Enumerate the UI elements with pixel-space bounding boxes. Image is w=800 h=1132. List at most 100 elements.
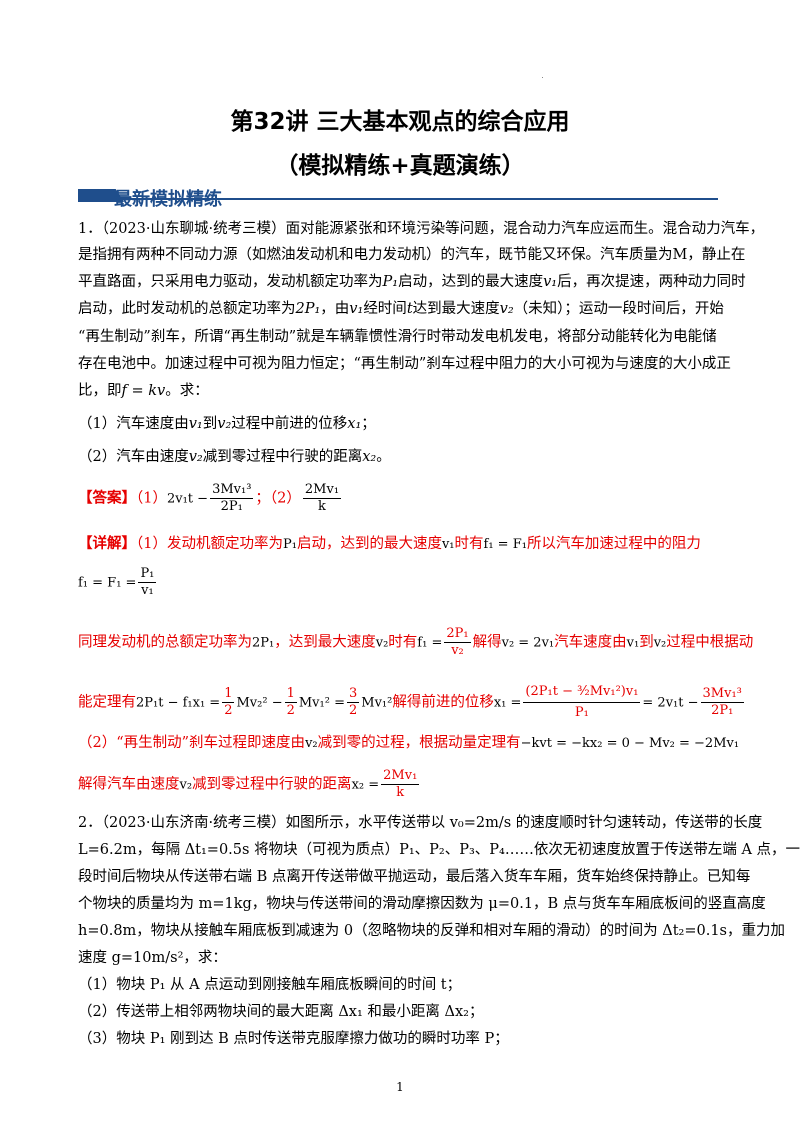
num: 2Mv₁ [302,482,342,499]
q1-line-7: 比，即f = kv。求： [78,381,209,401]
num: 1 [222,686,235,703]
math: x₂ = [351,777,380,793]
q2-line-5: h=0.8m，物块从接触车厢底板到减速为 0（忽略物块的反弹和相对车厢的滑动）的… [78,923,785,939]
text: （2）汽车由速度 [78,449,189,465]
text: （1） [136,490,167,507]
text: 经时间 [363,301,407,317]
num: 3Mv₁³ [700,686,744,703]
detail-label: 【详解】 [78,535,136,552]
math-v1: v₁ [543,274,558,290]
math-x1: x₁ [347,416,362,432]
text: 汽车速度由 [554,634,627,651]
math-ans1: 2v₁t − [166,491,209,507]
math: f₁ = F₁ = [78,575,137,591]
num: 3 [346,686,360,703]
scan-dot [542,77,543,78]
math: v₂ [375,635,389,651]
math-v1: v₁ [188,416,203,432]
detail-line-1: 【详解】（1）发动机额定功率为P₁启动，达到的最大速度v₁时有f₁ = F₁所以… [78,534,701,555]
math: −kvt = −kx₂ = 0 − Mv₂ = −2Mv₁ [520,736,740,751]
text: 比，即 [78,383,122,399]
math: Mv₁² = [298,695,345,711]
math-2P1: 2P₁ [295,301,321,317]
text: 能定理有 [78,694,136,711]
q2-line-1: 2．（2023·山东济南·统考三模）如图所示，水平传送带以 v₀=2m/s 的速… [78,815,763,831]
text: 启动，此时发动机的总额定功率为 [78,301,296,317]
q1-line-2: 是指拥有两种不同动力源（如燃油发动机和电力发动机）的汽车，既节能又环保。汽车质量… [78,247,746,263]
q2-line-3: 段时间后物块从传送带右端 B 点离开传送带做平抛运动，最后落入货车车厢，货车始终… [78,869,751,885]
math: 2P₁t − f₁x₁ = [136,695,221,711]
math-v2: v₂ [499,301,514,317]
text: 解得汽车由速度 [78,776,180,793]
text: ； [361,416,376,432]
math: Mv₁² [361,695,393,711]
den: k [318,499,326,514]
q1-sub-2: （2）汽车由速度v₂减到零过程中行驶的距离x₂。 [78,447,391,467]
den: k [396,785,405,800]
q1-line-6: 存在电池中。加速过程中可视为阻力恒定；“再生制动”刹车过程中阻力的大小可视为与速… [78,356,731,372]
den: v₁ [141,583,154,598]
answer-label: 【答案】 [78,489,136,507]
math: f₁ = [417,635,443,651]
page-subtitle: （模拟精练+真题演练） [275,153,525,179]
q2-sub-1: （1）物块 P₁ 从 A 点运动到刚接触车厢底板瞬间的时间 t； [78,977,462,993]
math-v1: v₁ [349,301,364,317]
text: 启动，达到的最大速度 [296,536,442,552]
num: P₁ [138,566,157,583]
math-v2: v₂ [217,416,232,432]
den: 2 [348,703,358,718]
text: （2）“再生制动”刹车过程即速度由 [78,735,306,751]
q1-line-1: 1．（2023·山东聊城·统考三模）面对能源紧张和环境污染等问题，混合动力汽车应… [78,221,765,237]
q2-line-4: 个物块的质量均为 m=1kg，物块与传送带间的滑动摩擦因数为 μ=0.1，B 点… [78,896,766,912]
text: 达到最大速度 [412,301,500,317]
text: 。 [376,449,391,465]
text: 到 [202,416,218,432]
text: 过程中前进的位移 [231,416,348,432]
den: P₁ [574,705,589,720]
text: 同理发动机的总额定功率为 [78,634,252,651]
section-label: 最新模拟精练 [114,189,222,210]
math: v₂ [653,635,667,651]
q1-line-5: “再生制动”刹车，所谓“再生制动”就是车辆靠惯性滑行时带动发电机发电，将部分动能… [78,329,717,345]
text: 。求： [165,383,209,399]
q2-line-6: 速度 g=10m/s²，求： [78,950,227,966]
q2-sub-3: （3）物块 P₁ 刚到达 B 点时传送带克服摩擦力做功的瞬时功率 P； [78,1031,509,1047]
num: 1 [284,686,297,703]
math: v₁ [626,635,640,651]
den: v₂ [451,643,464,658]
text: 到 [639,634,654,651]
math-fkv: f = kv [121,383,166,399]
text: 解得 [472,634,502,651]
den: 2P₁ [711,703,734,718]
math-v1: v₁ [441,537,455,552]
den: 2 [224,703,233,718]
math: 2P₁ [252,635,275,651]
section-banner: 最新模拟精练 [78,187,718,211]
den: 2 [286,703,295,718]
text: （1）发动机额定功率为 [136,536,283,552]
math-P1: P₁ [382,274,399,290]
q1-line-4: 启动，此时发动机的总额定功率为2P₁，由v₁经时间t达到最大速度v₂（未知）；运… [78,299,724,319]
banner-wedge [78,189,124,202]
num: 2Mv₁ [381,768,420,785]
text: ，由 [320,301,350,317]
math-x2: x₂ [362,449,377,465]
q1-line-3: 平直路面，只采用电力驱动，发动机额定功率为P₁启动，达到的最大速度v₁后，再次提… [78,272,746,292]
text: 启动，达到的最大速度 [398,274,544,290]
num: 2P₁ [444,626,471,643]
q1-sub-1: （1）汽车速度由v₁到v₂过程中前进的位移x₁； [78,414,376,434]
math-P1: P₁ [282,537,297,552]
num: 3Mv₁³ [210,482,254,499]
text: （未知）；运动一段时间后，开始 [513,301,724,317]
